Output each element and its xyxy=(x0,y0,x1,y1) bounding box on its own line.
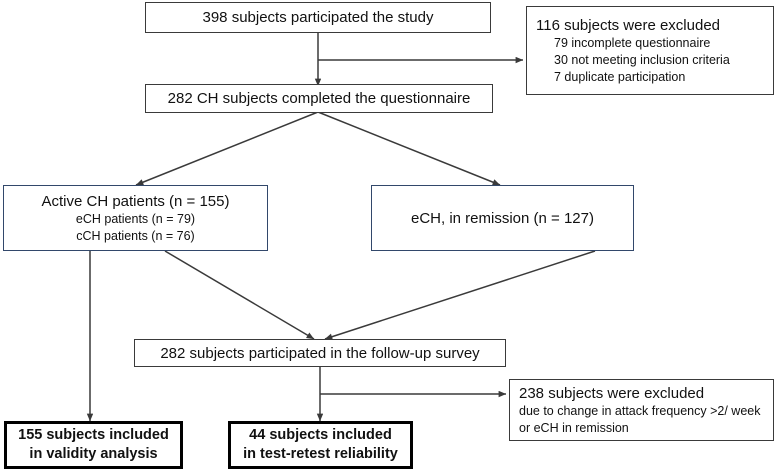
node-test-retest-reliability: 44 subjects included in test-retest reli… xyxy=(228,421,413,469)
active-ch-subline-2: cCH patients (n = 76) xyxy=(76,228,195,243)
node-followup-line-1: 282 subjects participated in the follow-… xyxy=(160,344,480,362)
excluded-first-reason-3: 7 duplicate participation xyxy=(554,69,686,84)
validity-line-1: 155 subjects included xyxy=(18,427,169,443)
excluded-first-heading: 116 subjects were excluded xyxy=(536,16,720,34)
active-ch-heading: Active CH patients (n = 155) xyxy=(41,192,230,210)
node-completed-line-1: 282 CH subjects completed the questionna… xyxy=(167,90,471,107)
edge-completed-to-active xyxy=(135,111,319,186)
excluded-second-reason-1: due to change in attack frequency >2/ we… xyxy=(519,403,761,418)
node-remission-line-1: eCH, in remission (n = 127) xyxy=(411,209,594,227)
reliability-line-2: in test-retest reliability xyxy=(243,446,398,462)
node-excluded-first: 116 subjects were excluded 79 incomplete… xyxy=(526,6,774,95)
reliability-line-1: 44 subjects included xyxy=(249,427,392,443)
excluded-second-reason-2: or eCH in remission xyxy=(519,420,629,435)
node-completed: 282 CH subjects completed the questionna… xyxy=(145,84,493,113)
node-enrolled: 398 subjects participated the study xyxy=(145,2,491,33)
edge-remission-to-followup xyxy=(324,250,596,340)
excluded-first-reason-1: 79 incomplete questionnaire xyxy=(554,35,711,50)
node-validity-analysis: 155 subjects included in validity analys… xyxy=(4,421,183,469)
edge-active-to-followup xyxy=(164,250,315,340)
node-remission: eCH, in remission (n = 127) xyxy=(371,185,634,251)
active-ch-subline-1: eCH patients (n = 79) xyxy=(75,211,196,226)
node-excluded-second: 238 subjects were excluded due to change… xyxy=(509,379,774,441)
node-enrolled-line-1: 398 subjects participated the study xyxy=(202,9,434,26)
excluded-second-heading: 238 subjects were excluded xyxy=(519,384,705,402)
edge-completed-to-remission xyxy=(317,111,501,186)
validity-line-2: in validity analysis xyxy=(29,446,158,462)
node-active-ch: Active CH patients (n = 155) eCH patient… xyxy=(3,185,268,251)
node-followup: 282 subjects participated in the follow-… xyxy=(134,339,506,367)
excluded-first-reason-2: 30 not meeting inclusion criteria xyxy=(554,52,730,67)
